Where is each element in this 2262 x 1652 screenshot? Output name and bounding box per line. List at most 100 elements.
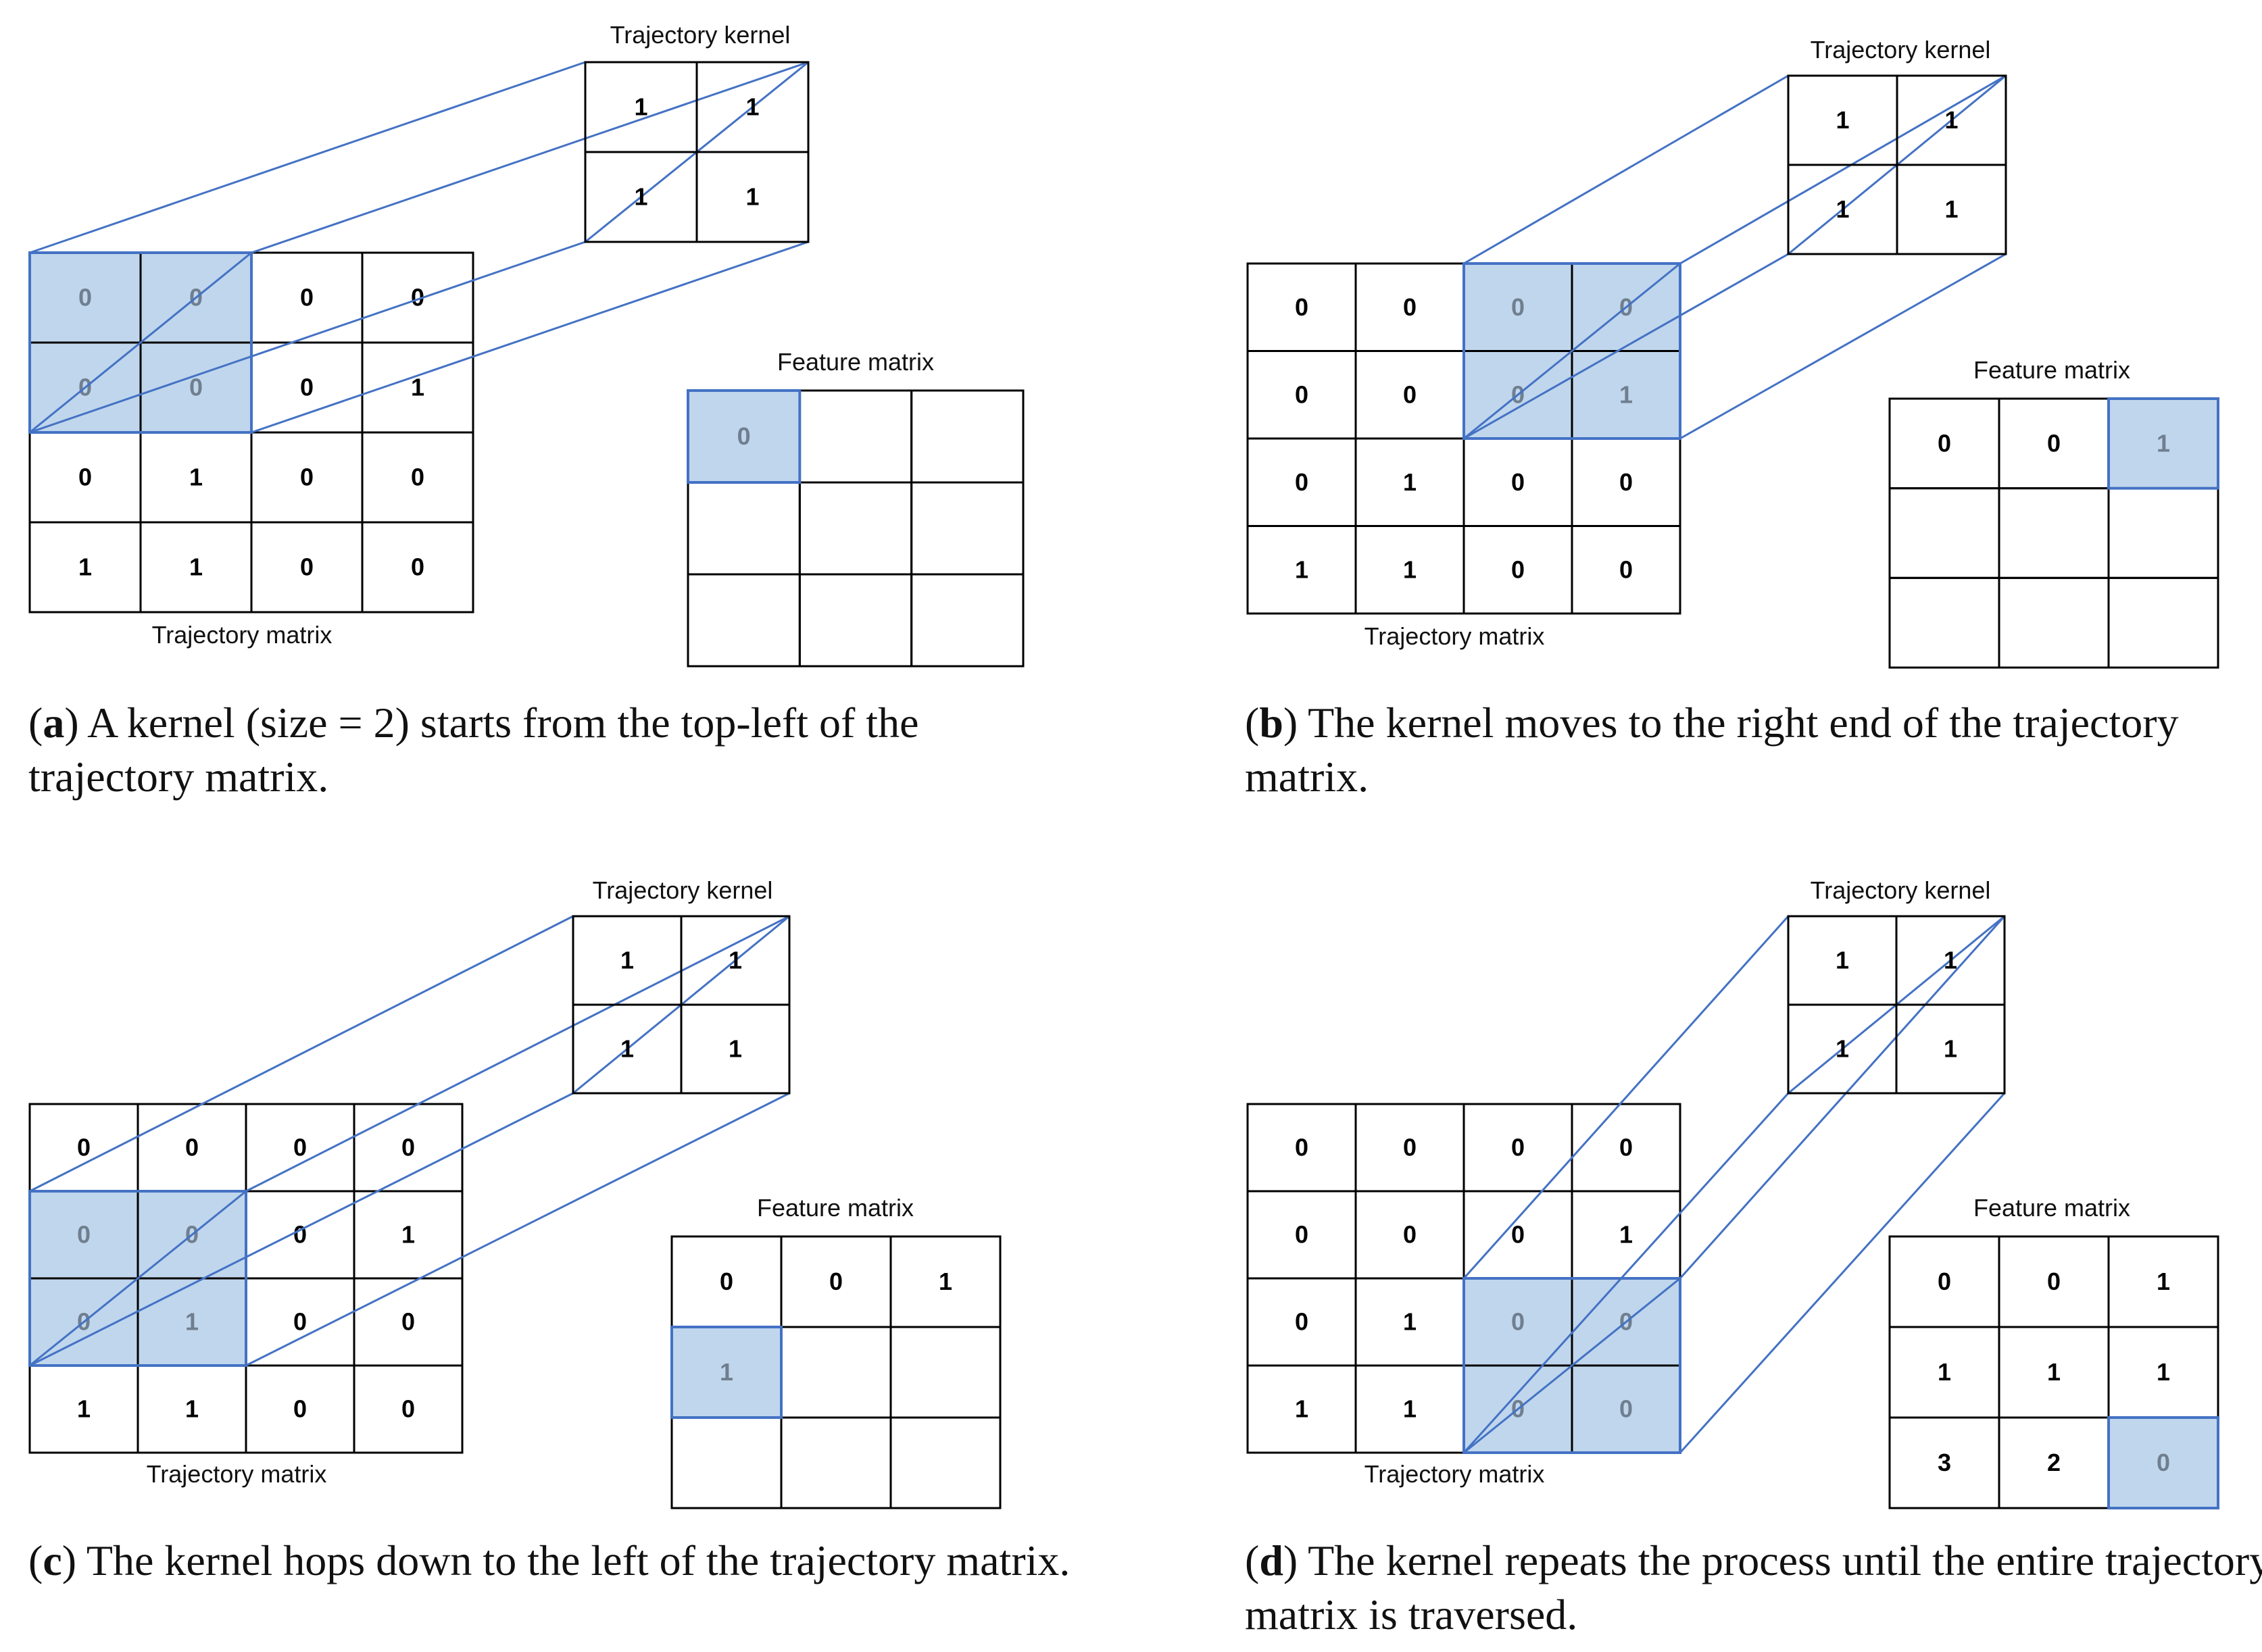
trajectory-kernel-label: Trajectory kernel [1811,876,1991,904]
panel-a: 000000010100110011110Trajectory matrixTr… [28,21,1025,668]
projection-line [1679,1092,2006,1454]
trajectory-matrix-value: 0 [1403,1134,1417,1161]
trajectory-matrix-value: 0 [1619,555,1633,583]
feature-matrix-cell [798,573,913,668]
feature-matrix-cell [798,481,913,576]
trajectory-matrix-value: 0 [293,1308,307,1336]
projection-line [245,915,790,1193]
projection-line [29,61,586,254]
trajectory-matrix-value: 0 [401,1308,415,1336]
trajectory-matrix-highlight-cell [30,253,141,343]
caption-text-d: The kernel repeats the process until the… [1245,1536,2262,1638]
feature-matrix-value: 0 [737,422,751,450]
trajectory-matrix-value: 1 [77,1395,91,1423]
trajectory-matrix-label: Trajectory matrix [147,1460,327,1488]
projection-line [29,1092,574,1367]
trajectory-matrix-label: Trajectory matrix [1364,622,1545,650]
projection-line [251,241,809,434]
trajectory-matrix-highlight-cell [1572,351,1680,439]
feature-matrix-label: Feature matrix [757,1194,914,1222]
trajectory-matrix-value: 1 [1403,555,1417,583]
feature-matrix-value: 0 [1938,429,1951,457]
feature-matrix-label: Feature matrix [1973,1194,2130,1222]
trajectory-matrix-value: 0 [1511,1221,1525,1249]
feature-matrix-cell [889,1416,1002,1509]
feature-matrix-value: 1 [939,1268,952,1295]
kernel-cell [680,1003,791,1095]
trajectory-matrix-value: 0 [77,1221,91,1249]
window-diagonal [1463,1277,1681,1454]
caption-text-c: The kernel hops down to the left of the … [86,1536,1071,1584]
panel-c: 000000010100110011110011Trajectory matri… [28,876,1002,1509]
feature-matrix-highlight-cell [2109,1418,2218,1508]
kernel-value: 1 [620,947,634,974]
trajectory-matrix-highlight-outline [28,251,253,434]
trajectory-matrix-value: 0 [1403,380,1417,408]
trajectory-matrix-value: 0 [1295,293,1308,321]
trajectory-matrix-value: 0 [185,1134,199,1161]
kernel-cell [1895,1003,2006,1095]
window-diagonal [1463,262,1681,440]
feature-matrix-value: 0 [1938,1268,1951,1295]
trajectory-matrix-highlight-cell [138,1278,246,1366]
trajectory-matrix-value: 1 [185,1308,199,1336]
kernel-value: 1 [745,183,759,211]
trajectory-matrix-value: 1 [185,1395,199,1423]
panel-d: 00000001010011001111001111320Trajectory … [1246,876,2219,1509]
projection-line [1463,253,1789,440]
trajectory-matrix-value: 0 [1511,468,1525,496]
caption-d: (d) The kernel repeats the process until… [1245,1534,2262,1642]
feature-matrix-cell [2107,487,2219,579]
trajectory-matrix-value: 1 [1619,380,1633,408]
trajectory-matrix-cell [353,1364,464,1454]
trajectory-matrix-value: 0 [1295,380,1308,408]
caption-text-b: The kernel moves to the right end of the… [1245,699,2179,801]
trajectory-matrix-value: 0 [300,284,314,311]
feature-matrix-highlight-cell [672,1327,781,1418]
kernel-value: 1 [634,93,647,121]
kernel-value: 1 [1836,195,1849,223]
feature-matrix-value: 1 [2157,1358,2170,1386]
feature-matrix-value: 1 [2047,1358,2061,1386]
trajectory-matrix-value: 1 [1403,1395,1417,1423]
feature-matrix-cell [889,1326,1002,1419]
kernel-value: 1 [1836,1035,1849,1063]
feature-matrix-value: 1 [2157,1268,2170,1295]
trajectory-matrix-cell [361,521,474,614]
trajectory-matrix-value: 0 [411,553,424,581]
feature-matrix-cell [1998,576,2110,669]
feature-matrix-value: 0 [2047,429,2061,457]
kernel-cell [1896,164,2007,255]
trajectory-kernel-label: Trajectory kernel [1811,36,1991,64]
feature-matrix-cell [670,1416,783,1509]
caption-label-b: b [1259,699,1283,747]
trajectory-matrix-value: 0 [78,284,92,311]
trajectory-matrix-label: Trajectory matrix [152,621,333,649]
feature-matrix-cell [687,481,801,576]
trajectory-matrix-value: 1 [1403,468,1417,496]
kernel-value: 1 [1944,106,1958,134]
kernel-value: 1 [1944,195,1958,223]
trajectory-matrix-cell [1571,525,1681,615]
feature-matrix-value: 0 [2157,1449,2170,1476]
projection-line [1679,915,2006,1280]
feature-matrix-cell [910,389,1025,484]
projection-line [1462,915,1790,1280]
trajectory-matrix-value: 0 [1511,293,1525,321]
feature-matrix-cell [1998,487,2110,579]
feature-matrix-cell [1888,487,2000,579]
kernel-value: 1 [729,1035,742,1063]
trajectory-matrix-value: 0 [1511,1308,1525,1336]
feature-matrix-value: 1 [1938,1358,1951,1386]
trajectory-matrix-value: 0 [293,1221,307,1249]
trajectory-matrix-value: 0 [1619,468,1633,496]
trajectory-matrix-value: 0 [1295,1134,1308,1161]
caption-c: (c) The kernel hops down to the left of … [28,1536,1071,1584]
trajectory-matrix-value: 0 [1619,1395,1633,1423]
trajectory-matrix-value: 1 [189,553,203,581]
trajectory-matrix-highlight-outline [1462,262,1681,440]
kernel-value: 1 [1944,1035,1957,1063]
kernel-value: 1 [620,1035,634,1063]
trajectory-matrix-highlight-cell [1572,1366,1680,1453]
